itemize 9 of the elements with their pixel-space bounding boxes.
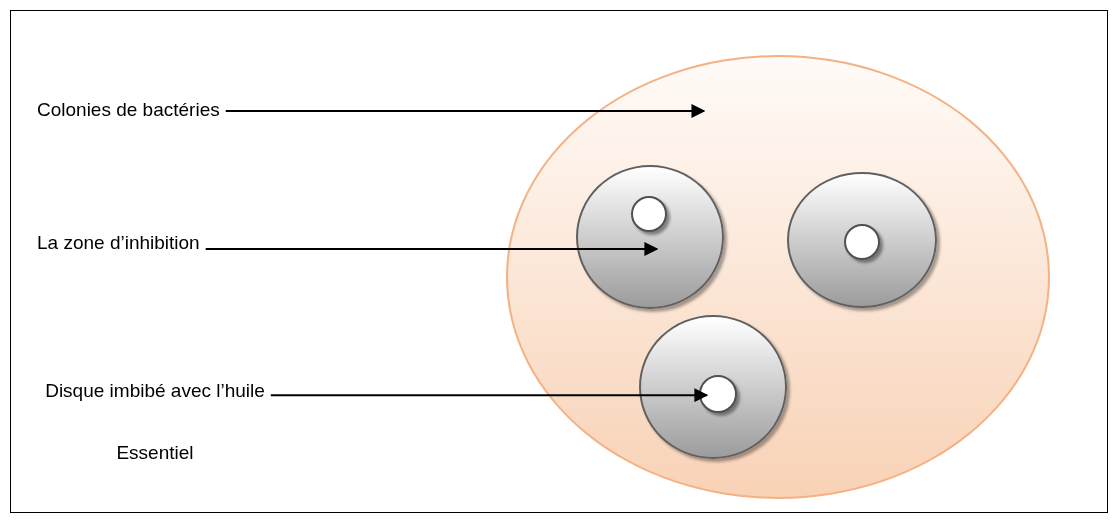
leader-line (269, 388, 709, 403)
callout-label: Colonies de bactéries (37, 96, 312, 124)
paper-disc (699, 375, 737, 413)
leader-line (224, 103, 706, 118)
paper-disc (631, 196, 667, 232)
callout-label: Disque imbibé avec l’huile Essentiel (30, 360, 360, 484)
paper-disc (844, 224, 880, 260)
leader-line (204, 242, 659, 256)
callout-label: La zone d’inhibition (37, 229, 322, 263)
